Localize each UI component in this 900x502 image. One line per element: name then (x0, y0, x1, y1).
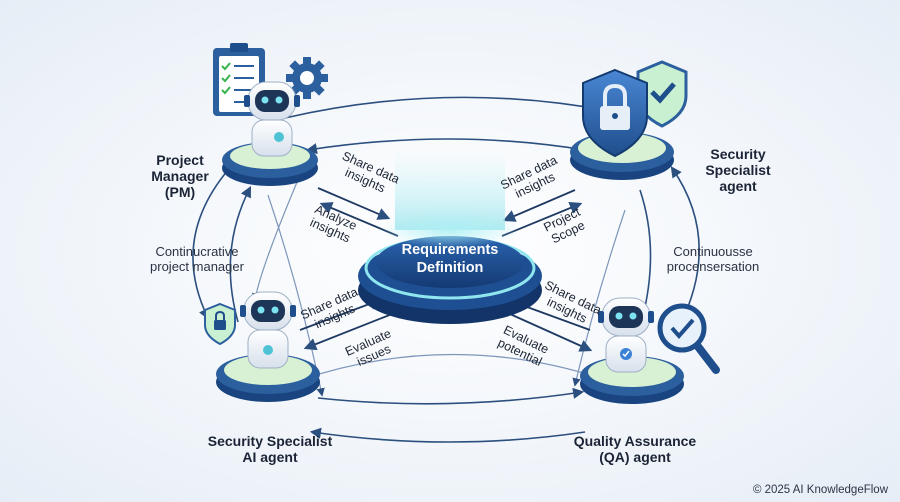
outer-cycle-arrows (192, 96, 700, 443)
agent-name-security-top-line2: Specialist (705, 162, 771, 178)
magnifier-check-icon (657, 303, 720, 374)
agent-name-security-top: Security Specialist agent (690, 146, 786, 194)
agent-name-pm-line2: Manager (151, 168, 209, 184)
arc-cross-d (251, 174, 301, 302)
agent-name-security-bottom-line2: AI agent (242, 449, 298, 465)
center-label-line2: Definition (416, 260, 484, 276)
side-note-left-line1: Continucrative (155, 244, 239, 259)
agent-name-qa-line2: (QA) agent (599, 449, 671, 465)
robot-icon (240, 291, 296, 369)
arc-left-outer (192, 169, 229, 321)
agent-name-security-top-line3: agent (719, 178, 757, 194)
arc-top-outer (284, 96, 618, 119)
robot-icon (598, 297, 654, 373)
side-note-right-line1: Continuousse (673, 244, 753, 259)
agent-name-qa: Quality Assurance (QA) agent (560, 433, 710, 465)
side-note-right-line2: procensersation (666, 259, 760, 274)
arc-cross-c (299, 353, 602, 381)
agent-name-pm-line3: (PM) (164, 184, 196, 200)
platform-pm (222, 142, 318, 186)
agent-name-pm-line1: Project (156, 152, 204, 168)
robot-icon (244, 81, 300, 157)
padlock-shield-icon (582, 68, 648, 158)
gear-icon (286, 57, 328, 99)
arc-bottom-inner (317, 387, 585, 405)
arc-cross-b (572, 209, 626, 387)
checkmark-shield-icon (636, 60, 688, 128)
arc-left-inner (229, 186, 252, 323)
side-note-right: Continuousse procensersation (648, 244, 778, 274)
side-note-left: Continucrative project manager (132, 244, 262, 274)
agent-name-security-top-line1: Security (710, 146, 766, 162)
agent-name-security-bottom-line1: Security Specialist (207, 433, 333, 449)
platform-security-bottom (216, 354, 320, 402)
agent-name-pm: Project Manager (PM) (140, 152, 220, 200)
agent-name-security-bottom: Security Specialist AI agent (190, 433, 350, 465)
agent-name-qa-line1: Quality Assurance (573, 433, 697, 449)
center-label-line1: Requirements (401, 242, 499, 258)
arc-top-inner (305, 138, 586, 155)
center-node-label: Requirements Definition (390, 241, 510, 277)
padlock-shield-icon (204, 302, 236, 346)
copyright-notice: © 2025 AI KnowledgeFlow (752, 484, 888, 496)
center-node (358, 150, 542, 324)
arc-bottom-outer (309, 427, 586, 443)
side-note-left-line2: project manager (150, 259, 244, 274)
